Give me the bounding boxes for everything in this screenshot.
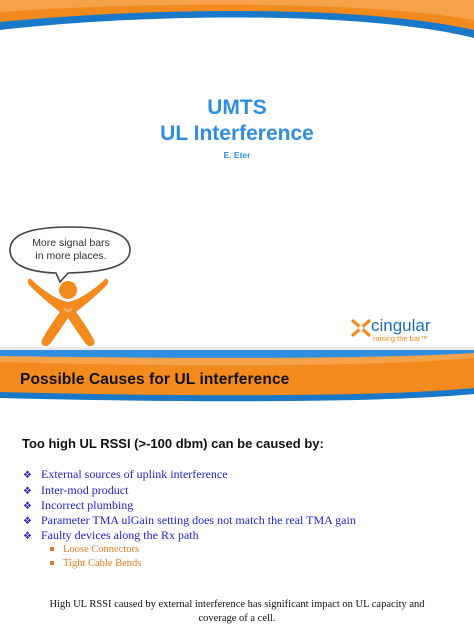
square-bullet-icon bbox=[50, 560, 54, 565]
diamond-bullet-icon: ❖ bbox=[23, 486, 32, 497]
top-wave-banner bbox=[0, 0, 474, 38]
bullet-item: ❖Faulty devices along the Rx path bbox=[23, 528, 199, 542]
title-slide: UMTS UL Interference E. Eter More signal… bbox=[0, 0, 474, 347]
header-wave-banner bbox=[0, 350, 474, 402]
diamond-bullet-icon: ❖ bbox=[23, 531, 32, 542]
bullet-item: ❖Incorrect plumbing bbox=[23, 498, 134, 512]
cingular-tagline: raising the bar™ bbox=[373, 334, 429, 343]
lead-statement: Too high UL RSSI (>-100 dbm) can be caus… bbox=[22, 436, 324, 451]
bubble-line2: in more places. bbox=[35, 250, 107, 262]
content-slide: Possible Causes for UL interference Too … bbox=[0, 350, 474, 632]
slide-title: Possible Causes for UL interference bbox=[20, 371, 290, 388]
bubble-line1: More signal bars bbox=[32, 237, 110, 249]
bullet-item: ❖External sources of uplink interference bbox=[23, 467, 228, 481]
bullet-item: ❖Parameter TMA ulGain setting does not m… bbox=[23, 513, 356, 527]
sub-bullet-item: Tight Cable Bends bbox=[50, 558, 141, 569]
diamond-bullet-icon: ❖ bbox=[23, 501, 32, 512]
footer-note: High UL RSSI caused by external interfer… bbox=[49, 599, 425, 624]
cingular-jack-mascot-icon bbox=[27, 278, 109, 347]
diamond-bullet-icon: ❖ bbox=[23, 516, 32, 527]
author-name: E. Eter bbox=[223, 150, 251, 160]
cingular-x-icon bbox=[351, 319, 371, 337]
sub-bullet-item: Loose Connectors bbox=[50, 544, 139, 555]
bullet-item: ❖Inter-mod product bbox=[23, 483, 129, 497]
diamond-bullet-icon: ❖ bbox=[23, 470, 32, 481]
speech-bubble bbox=[9, 226, 131, 284]
slide-title-line1: UMTS bbox=[207, 96, 267, 119]
slide-title-line2: UL Interference bbox=[160, 122, 314, 145]
square-bullet-icon bbox=[50, 546, 54, 551]
cingular-logo-text: cingular bbox=[371, 316, 431, 335]
